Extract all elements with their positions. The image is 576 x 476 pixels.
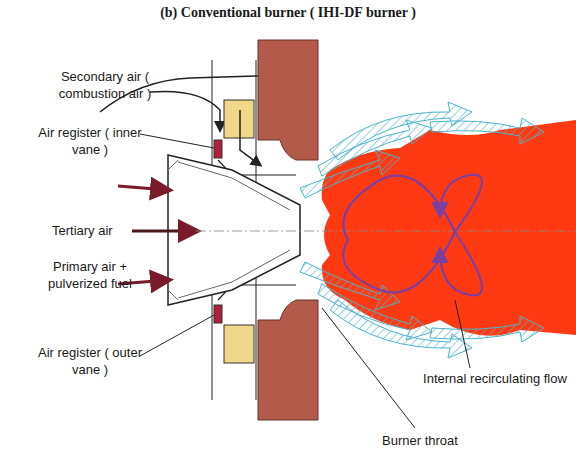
- part-label: Internal recirculating flow: [420, 370, 570, 387]
- part-label: Air register ( inner vane ): [30, 124, 150, 158]
- part-label: Burner throat: [380, 432, 460, 449]
- inner-vane: [214, 305, 222, 323]
- recirculation: [440, 175, 482, 232]
- leader-line: [140, 134, 214, 148]
- tertiary-arrow: [132, 230, 196, 233]
- secondary-air-arrow: [150, 91, 220, 130]
- leader-line: [455, 300, 470, 368]
- recirculation: [440, 232, 482, 295]
- diagram-title: (b) Conventional burner ( IHI-DF burner …: [160, 4, 416, 21]
- recirculation: [343, 176, 455, 293]
- outer-vane: [224, 325, 254, 363]
- flow-arrow: [430, 118, 544, 144]
- center-line: [196, 231, 576, 232]
- air-arrow: [240, 110, 260, 165]
- part-label: Primary air + pulverized fuel: [30, 258, 150, 292]
- part-label: Air register ( outer vane ): [30, 344, 150, 378]
- flow-arrow: [430, 316, 544, 342]
- inner-vane: [214, 140, 222, 158]
- primary-arrow: [118, 186, 168, 190]
- leader-line: [322, 308, 415, 428]
- part-label: Tertiary air: [50, 222, 115, 239]
- leader-line: [140, 315, 214, 356]
- part-label: Secondary air ( combustion air ): [30, 68, 180, 102]
- outer-vane: [224, 100, 254, 138]
- furnace-wall: [258, 300, 318, 420]
- furnace-wall: [258, 40, 318, 160]
